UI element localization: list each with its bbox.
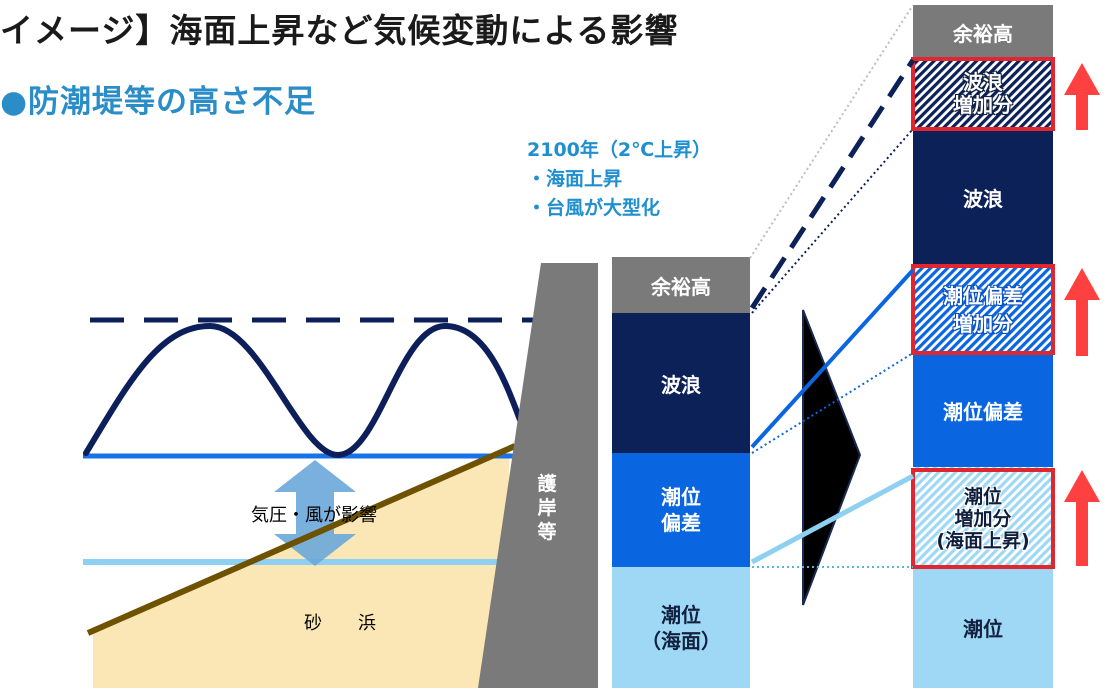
connector-gray-dotted-top bbox=[749, 4, 914, 259]
seawall bbox=[478, 263, 598, 688]
page-title: イメージ】海面上昇など気候変動による影響 bbox=[0, 11, 679, 50]
scenario-typhoon: ・台風が大型化 bbox=[527, 197, 661, 219]
current-tide-line2: （海面） bbox=[641, 628, 721, 653]
wave-increase-highlight bbox=[911, 57, 1055, 131]
wave-curve bbox=[83, 322, 523, 459]
future-tide-increase-box bbox=[913, 467, 1053, 567]
future-wave-increase-label: 波浪 増加分 bbox=[913, 59, 1053, 129]
surge-increase-highlight bbox=[911, 264, 1055, 355]
connector-navy-dotted bbox=[751, 128, 914, 314]
future-tide-increase-label: 潮位 増加分 (海面上昇) bbox=[913, 470, 1053, 567]
pressure-wind-label: 気圧・風が影響 bbox=[251, 505, 377, 526]
current-tide-line1: 潮位 bbox=[661, 602, 701, 627]
sand-beach bbox=[93, 448, 510, 688]
wave-increase-up-arrow bbox=[1064, 63, 1100, 130]
future-surge-increase-line1: 潮位偏差 bbox=[943, 283, 1023, 308]
transition-chevron-arrow bbox=[802, 309, 862, 606]
page-subtitle: ●防潮堤等の高さ不足 bbox=[0, 84, 317, 120]
future-tide-label: 潮位 bbox=[963, 617, 1003, 641]
future-surge-increase-box bbox=[913, 266, 1053, 353]
current-surge-line1: 潮位 bbox=[661, 485, 701, 509]
current-waves-label: 波浪 bbox=[661, 372, 701, 397]
scenario-sea-level-rise: ・海面上昇 bbox=[527, 168, 623, 190]
future-tide-increase-line2: 増加分 bbox=[954, 507, 1012, 530]
surge-increase-up-arrow bbox=[1064, 268, 1100, 356]
future-tide-box bbox=[913, 567, 1053, 688]
future-margin-label: 余裕高 bbox=[953, 21, 1013, 46]
future-surge-increase-line2: 増加分 bbox=[953, 311, 1013, 336]
future-waves-box bbox=[913, 129, 1053, 266]
current-surge-box bbox=[612, 453, 750, 567]
future-wave-increase-box bbox=[913, 59, 1053, 129]
current-margin-box bbox=[612, 257, 750, 313]
future-wave-increase-line2: 増加分 bbox=[953, 93, 1013, 117]
future-margin-box bbox=[913, 5, 1053, 59]
scenario-year: 2100年（2℃上昇） bbox=[527, 139, 712, 161]
current-tide-label: 潮位 （海面） bbox=[612, 567, 750, 688]
current-surge-line2: 偏差 bbox=[661, 511, 701, 535]
current-surge-label: 潮位 偏差 bbox=[612, 453, 750, 567]
future-surge-label: 潮位偏差 bbox=[943, 399, 1023, 424]
current-tide-box bbox=[612, 567, 750, 688]
tide-increase-up-arrow bbox=[1064, 470, 1100, 566]
future-tide-increase-line1: 潮位 bbox=[963, 485, 1002, 508]
current-waves-box bbox=[612, 313, 750, 453]
connector-light-solid bbox=[750, 473, 915, 565]
future-surge-increase-label: 潮位偏差 増加分 bbox=[913, 266, 1053, 353]
current-margin-label: 余裕高 bbox=[651, 274, 711, 299]
connector-navy-dashed bbox=[749, 58, 916, 310]
sand-beach-label: 砂 浜 bbox=[304, 613, 376, 634]
ground-slope-line bbox=[86, 443, 517, 636]
scenario-note: 2100年（2℃上昇） ・海面上昇 ・台風が大型化 bbox=[527, 136, 711, 223]
tide-increase-highlight bbox=[911, 468, 1055, 569]
connector-blue-dotted bbox=[751, 352, 914, 454]
future-surge-box bbox=[913, 353, 1053, 467]
connector-blue-solid bbox=[750, 268, 915, 449]
seawall-label: 護岸等 bbox=[537, 473, 557, 543]
future-wave-increase-line1: 波浪 bbox=[963, 70, 1003, 94]
future-tide-increase-line3: (海面上昇) bbox=[936, 529, 1030, 552]
future-waves-label: 波浪 bbox=[963, 187, 1003, 211]
